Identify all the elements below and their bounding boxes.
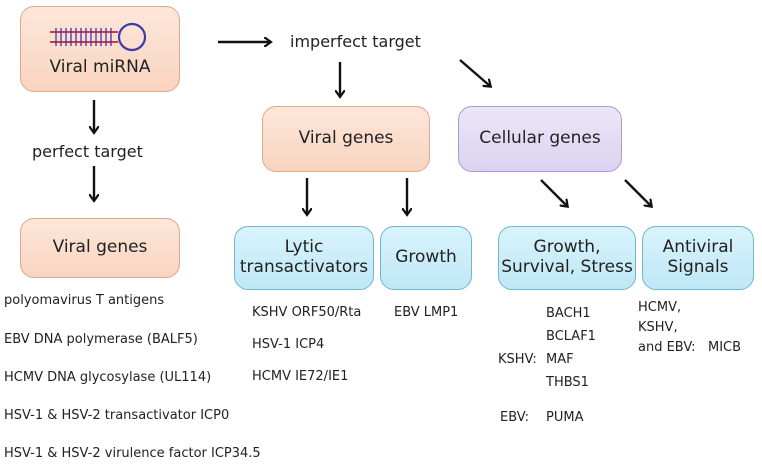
growth-survival-stress-node: Growth, Survival, Stress (498, 226, 636, 290)
antiviral-gene: MICB (708, 340, 742, 355)
antiviral-line-2: Signals (667, 257, 729, 277)
kshv-gene: BACH1 (546, 306, 591, 321)
viral-genes-mid-node: Viral genes (262, 106, 430, 172)
antiviral-line-1: Antiviral (662, 237, 734, 258)
perfect-target-item: HSV-1 & HSV-2 virulence factor ICP34.5 (4, 446, 261, 461)
perfect-target-item: polyomavirus T antigens (4, 293, 165, 308)
ebv-gene: PUMA (546, 410, 584, 425)
lytic-transactivators-node: Lytic transactivators (234, 226, 374, 290)
kshv-gene: THBS1 (546, 375, 589, 390)
arrow-imperfect-to-cellular (459, 59, 490, 86)
kshv-gene: BCLAF1 (546, 329, 596, 344)
mirna-hairpin-icon (50, 23, 147, 52)
perfect-target-item: EBV DNA polymerase (BALF5) (4, 332, 198, 347)
gss-line-2: Survival, Stress (501, 257, 633, 277)
kshv-gene: MAF (546, 352, 574, 367)
antiviral-virus: KSHV, (638, 320, 678, 335)
viral-mirna-label: Viral miRNA (49, 57, 151, 78)
lytic-line-2: transactivators (239, 257, 369, 277)
lytic-target-item: KSHV ORF50/Rta (252, 305, 362, 320)
kshv-label: KSHV: (498, 352, 537, 367)
viral-genes-left-node: Viral genes (20, 218, 180, 278)
perfect-target-label: perfect target (32, 142, 143, 161)
lytic-line-1: Lytic (284, 237, 324, 258)
antiviral-signals-node: Antiviral Signals (642, 226, 754, 290)
lytic-target-item: HCMV IE72/IE1 (252, 369, 349, 384)
lytic-target-item: HSV-1 ICP4 (252, 337, 325, 352)
viral-mirna-node: Viral miRNA (20, 6, 180, 92)
arrow-cellular-to-gss (540, 179, 567, 206)
gss-line-1: Growth, (533, 237, 601, 258)
antiviral-virus: HCMV, (638, 300, 682, 315)
cellular-genes-node: Cellular genes (458, 106, 622, 172)
antiviral-virus: and EBV: (638, 340, 696, 355)
ebv-label: EBV: (500, 410, 529, 425)
arrow-cellular-to-antiviral (624, 179, 651, 206)
imperfect-target-label: imperfect target (290, 32, 421, 51)
perfect-target-item: HSV-1 & HSV-2 transactivator ICP0 (4, 408, 230, 423)
growth-node: Growth (380, 226, 472, 290)
perfect-target-item: HCMV DNA glycosylase (UL114) (4, 370, 212, 385)
growth-target-item: EBV LMP1 (394, 305, 459, 320)
